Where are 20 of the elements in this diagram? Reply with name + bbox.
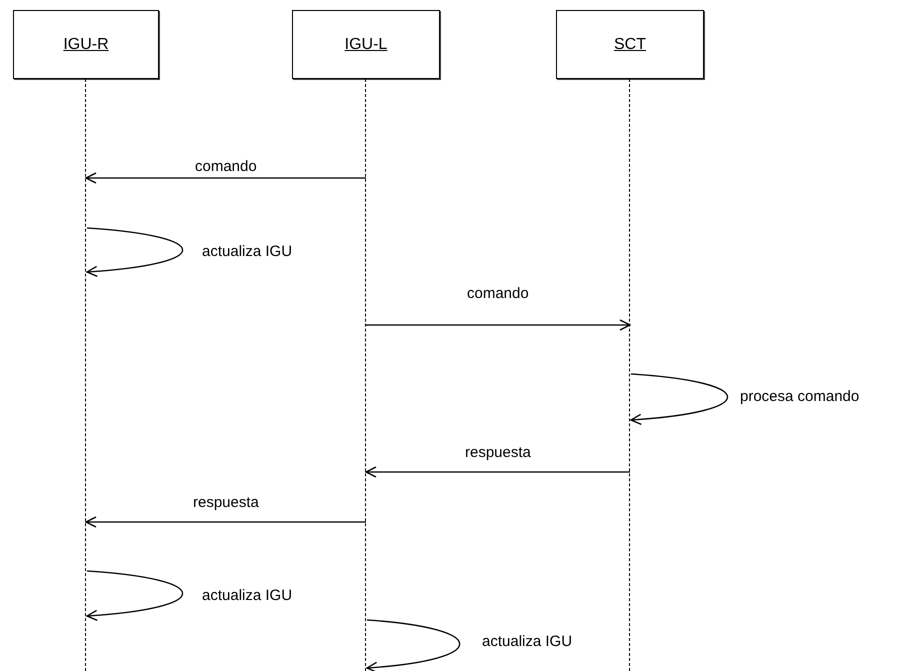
participant-box [556, 10, 704, 79]
self-message-arrow [86, 570, 183, 621]
self-message-arrow [366, 619, 460, 671]
message-label: respuesta [191, 494, 261, 512]
participant-box [13, 10, 159, 79]
message-arrow [85, 516, 366, 528]
message-arrow [366, 319, 631, 331]
lifeline [85, 79, 87, 671]
participant-box [292, 10, 440, 79]
self-message-arrow [630, 373, 728, 425]
participant-name: IGU-R [63, 36, 109, 54]
message-label: respuesta [463, 444, 533, 462]
self-message-arrow [86, 227, 183, 277]
message-arrow [85, 172, 366, 184]
participant-name: IGU-L [344, 36, 388, 54]
message-arrow [365, 466, 630, 478]
message-label: procesa comando [738, 388, 862, 406]
lifeline [629, 79, 631, 671]
participant-name: SCT [614, 36, 646, 54]
lifeline [365, 79, 367, 671]
